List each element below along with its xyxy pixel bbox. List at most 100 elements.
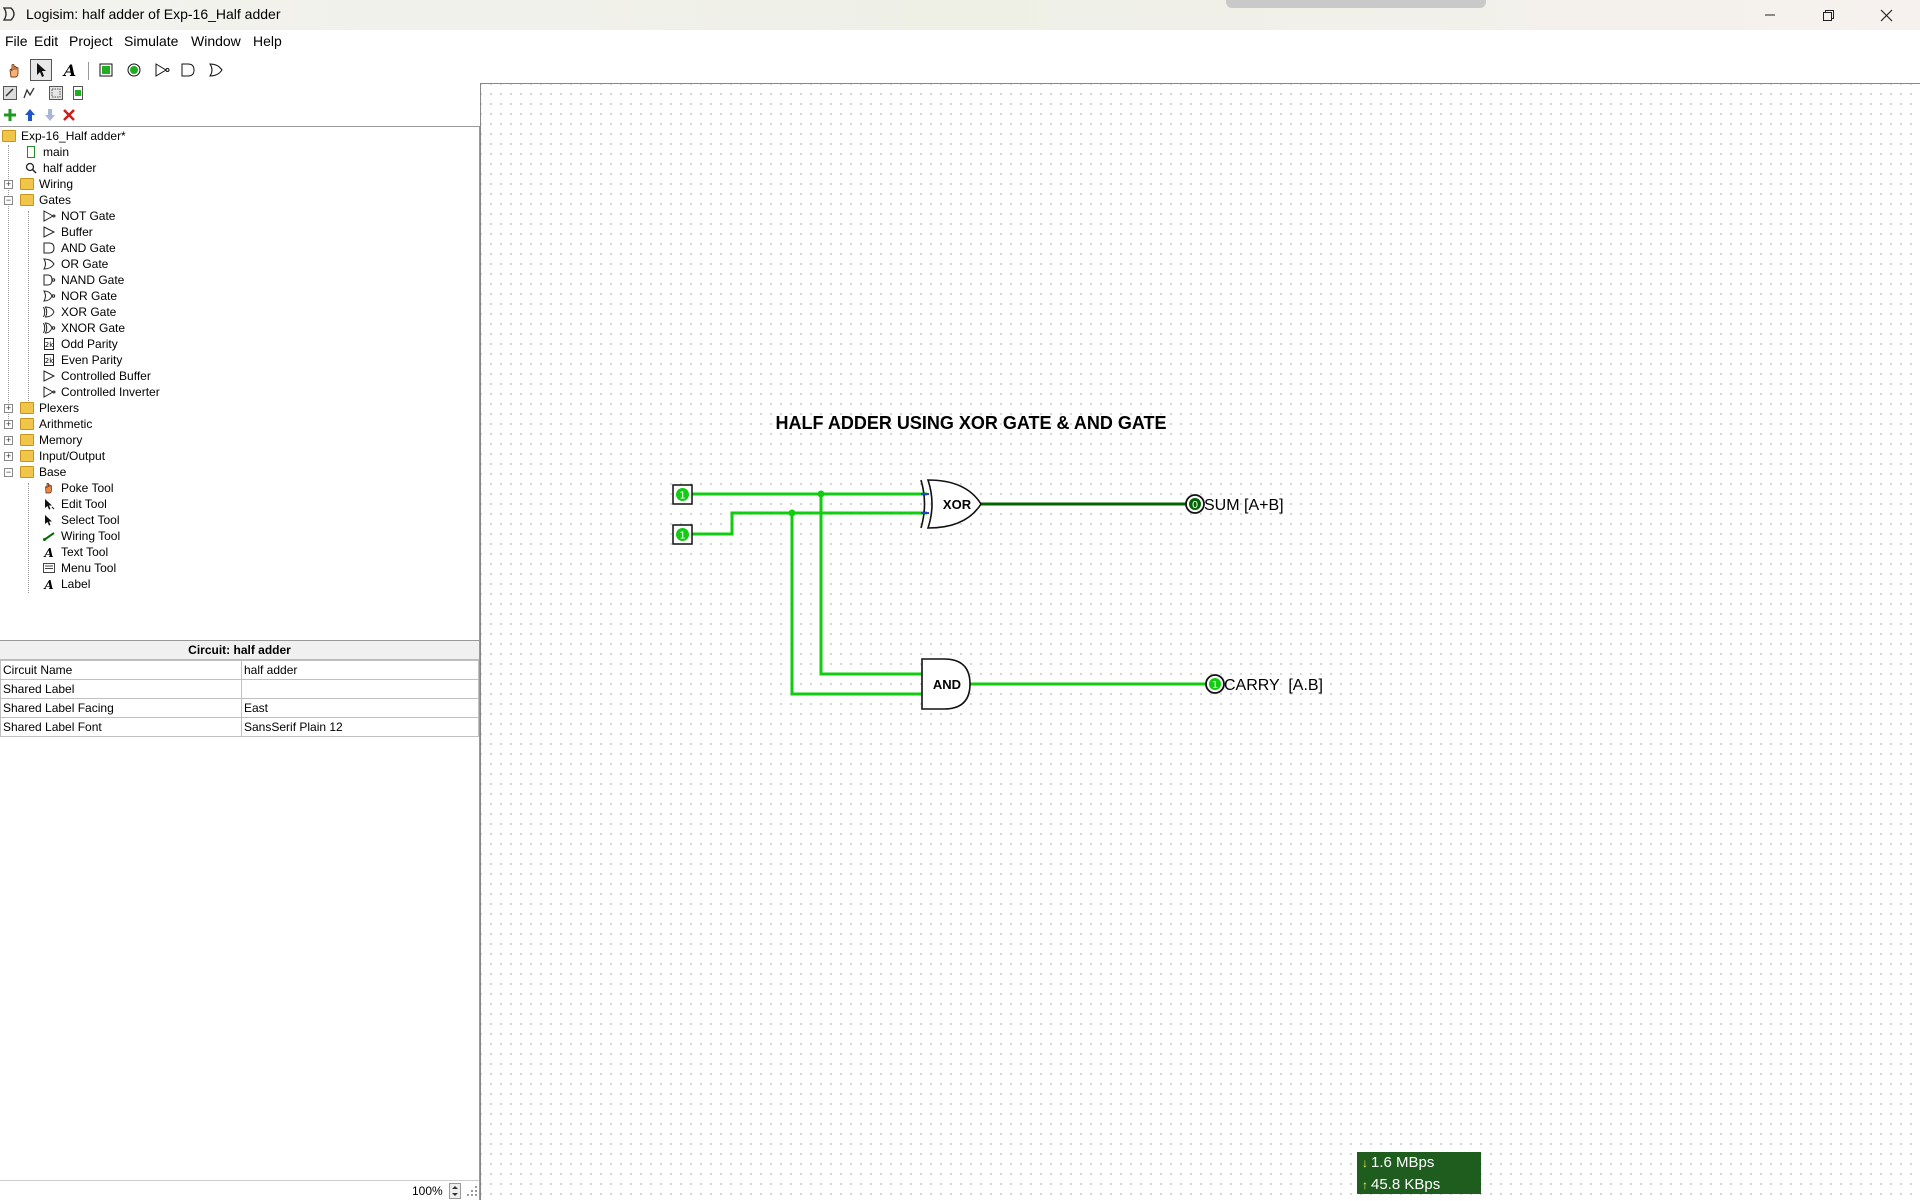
- tree-folder-gates[interactable]: Gates: [20, 192, 71, 208]
- xor-gate[interactable]: XOR: [920, 479, 982, 529]
- move-down-icon[interactable]: [43, 108, 57, 122]
- toolbar-separator: [88, 62, 89, 80]
- not-gate-button[interactable]: [151, 59, 173, 81]
- tree-folder-arithmetic[interactable]: Arithmetic: [20, 416, 92, 432]
- attribute-value[interactable]: SansSerif Plain 12: [241, 717, 479, 737]
- minimize-button[interactable]: [1742, 0, 1798, 30]
- tree-item-label: Buffer: [61, 225, 93, 239]
- junction-dot: [788, 509, 796, 517]
- menu-file[interactable]: File: [5, 33, 28, 49]
- tree-folder-wiring[interactable]: Wiring: [20, 176, 73, 192]
- close-button[interactable]: [1858, 0, 1914, 30]
- attribute-value[interactable]: half adder: [241, 660, 479, 680]
- zoom-bar: 100%: [0, 1180, 479, 1201]
- tree-item-menu-tool[interactable]: Menu Tool: [42, 560, 116, 576]
- attribute-value[interactable]: [241, 679, 479, 699]
- odd-parity-icon: 2k: [44, 338, 54, 350]
- tree-folder-label: Memory: [39, 433, 83, 447]
- tree-root-project[interactable]: Exp-16_Half adder*: [2, 128, 126, 144]
- menu-simulate[interactable]: Simulate: [124, 33, 179, 49]
- text-tool-icon: A: [63, 60, 77, 80]
- tree-folder-plexers[interactable]: Plexers: [20, 400, 79, 416]
- tree-item-xnor-gate[interactable]: XNOR Gate: [42, 320, 125, 336]
- tree-item-edit-tool[interactable]: Edit Tool: [42, 496, 107, 512]
- input-pin-button[interactable]: [95, 59, 117, 81]
- poke-hand-icon: [9, 64, 19, 78]
- wire-b-xor[interactable]: [692, 511, 927, 536]
- appearance-view-icon[interactable]: [71, 86, 85, 100]
- restore-button[interactable]: [1800, 0, 1856, 30]
- menu-help[interactable]: Help: [253, 33, 282, 49]
- wire-a-and[interactable]: [819, 494, 922, 676]
- tree-folder-input-output[interactable]: Input/Output: [20, 448, 105, 464]
- menu-edit[interactable]: Edit: [34, 33, 59, 49]
- menu-window[interactable]: Window: [191, 33, 241, 49]
- tree-item-main[interactable]: main: [24, 144, 69, 160]
- wires[interactable]: [692, 492, 1206, 696]
- expand-icon[interactable]: +: [4, 179, 13, 189]
- expand-icon[interactable]: +: [4, 451, 13, 461]
- upload-rate-text: 45.8 KBps: [1371, 1176, 1441, 1193]
- tree-item-wiring-tool[interactable]: Wiring Tool: [42, 528, 120, 544]
- wire-b-and[interactable]: [790, 513, 922, 696]
- tree-folder-label: Input/Output: [39, 449, 106, 463]
- resize-grip-icon[interactable]: [466, 1185, 478, 1197]
- tree-item-poke-tool[interactable]: Poke Tool: [42, 480, 113, 496]
- layout-view-icon[interactable]: [49, 86, 63, 100]
- output-pin-button[interactable]: [123, 59, 145, 81]
- add-circuit-icon[interactable]: [3, 108, 17, 122]
- and-gate-button[interactable]: [177, 59, 199, 81]
- carry-label[interactable]: CARRY [A.B]: [1224, 677, 1323, 694]
- circuit-drawing[interactable]: HALF ADDER USING XOR GATE & AND GATE 1 1: [481, 84, 1920, 1201]
- delete-circuit-icon[interactable]: [62, 108, 76, 122]
- or-gate-button[interactable]: [205, 59, 227, 81]
- zoom-spinner[interactable]: [449, 1183, 461, 1199]
- and-gate[interactable]: AND: [921, 658, 971, 710]
- input-pin-a[interactable]: 1: [672, 484, 693, 505]
- tree-item-and-gate[interactable]: AND Gate: [42, 240, 116, 256]
- tree-item-nor-gate[interactable]: NOR Gate: [42, 288, 117, 304]
- input-pin-b[interactable]: 1: [672, 524, 693, 545]
- expand-icon[interactable]: +: [4, 435, 13, 445]
- tree-item-not-gate[interactable]: NOT Gate: [42, 208, 115, 224]
- expand-icon[interactable]: +: [4, 419, 13, 429]
- menu-project[interactable]: Project: [69, 33, 113, 49]
- poke-tool-button[interactable]: [3, 59, 25, 81]
- text-tool-button[interactable]: A: [59, 59, 81, 81]
- circuit-title[interactable]: HALF ADDER USING XOR GATE & AND GATE: [776, 413, 1167, 433]
- download-rate: ↓1.6 MBps: [1357, 1152, 1481, 1174]
- tree-item-select-tool[interactable]: Select Tool: [42, 512, 119, 528]
- collapse-icon[interactable]: −: [4, 195, 13, 205]
- tree-item-controlled-buffer[interactable]: Controlled Buffer: [42, 368, 151, 384]
- select-tool-button[interactable]: [30, 59, 52, 81]
- attribute-value[interactable]: East: [241, 698, 479, 718]
- tree-item-label: Controlled Buffer: [61, 369, 151, 383]
- circuit-canvas[interactable]: HALF ADDER USING XOR GATE & AND GATE 1 1: [480, 83, 1920, 1200]
- expand-icon[interactable]: +: [4, 403, 13, 413]
- tree-item-label: Poke Tool: [61, 481, 114, 495]
- not-gate-icon: [155, 63, 170, 77]
- toolbox-view-icon[interactable]: [3, 86, 17, 100]
- tree-item-half-adder[interactable]: half adder: [24, 160, 96, 176]
- collapse-icon[interactable]: −: [4, 467, 13, 477]
- output-pin-carry[interactable]: 1: [1205, 674, 1225, 694]
- tree-item-xor-gate[interactable]: XOR Gate: [42, 304, 116, 320]
- tree-folder-base[interactable]: Base: [20, 464, 66, 480]
- simulation-view-icon[interactable]: [22, 86, 36, 100]
- tree-item-or-gate[interactable]: OR Gate: [42, 256, 108, 272]
- move-up-icon[interactable]: [23, 108, 37, 122]
- tree-item-buffer[interactable]: Buffer: [42, 224, 93, 240]
- output-pin-sum[interactable]: 0: [1185, 494, 1205, 514]
- tree-item-nand-gate[interactable]: NAND Gate: [42, 272, 124, 288]
- tree-folder-memory[interactable]: Memory: [20, 432, 82, 448]
- tree-item-controlled-inverter[interactable]: Controlled Inverter: [42, 384, 160, 400]
- attribute-row[interactable]: Shared Label: [0, 679, 479, 699]
- sum-label[interactable]: SUM [A+B]: [1204, 497, 1284, 514]
